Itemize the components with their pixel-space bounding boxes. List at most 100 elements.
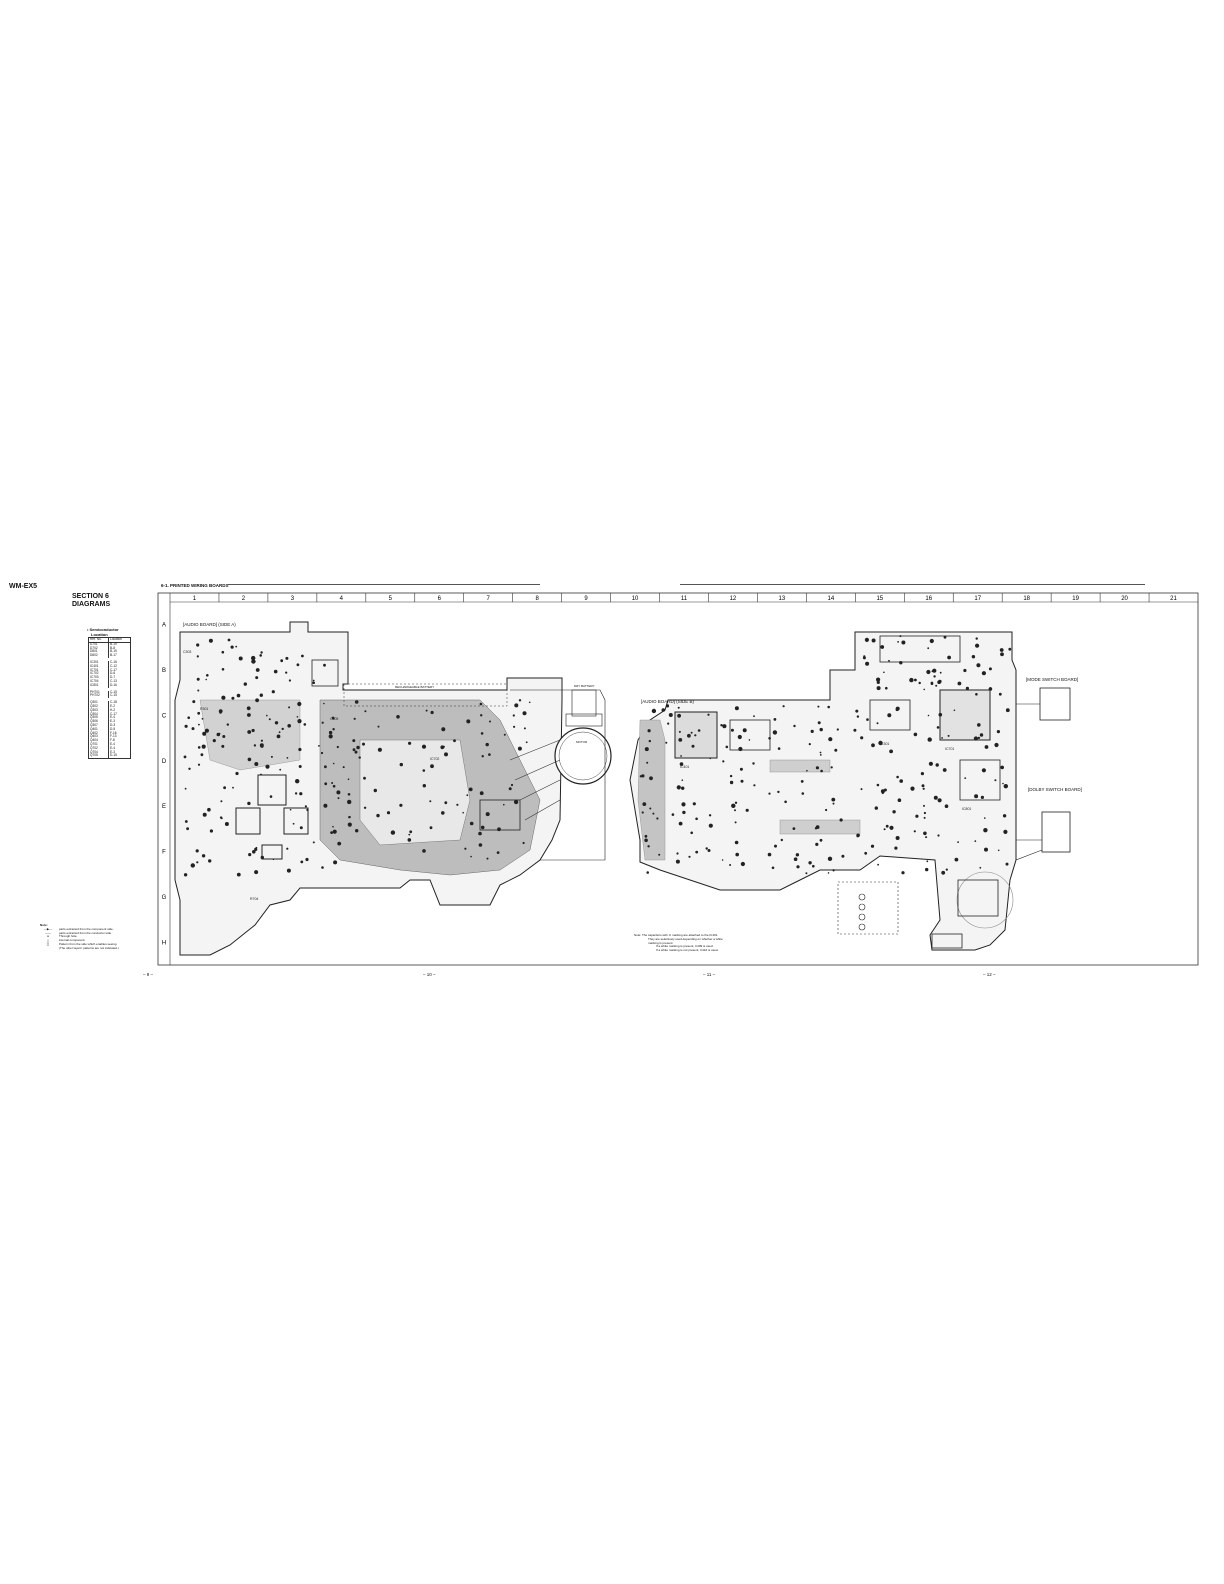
through-hole (864, 851, 868, 855)
through-hole (485, 742, 489, 747)
through-hole (651, 708, 657, 714)
through-hole (690, 831, 693, 835)
through-hole (324, 765, 327, 769)
through-hole (839, 818, 843, 822)
board-a-label-3: C305 (330, 717, 338, 721)
through-hole (321, 866, 324, 869)
mode-switch-board (1039, 687, 1071, 721)
through-hole (819, 838, 823, 842)
through-hole (468, 787, 473, 792)
through-hole (862, 656, 866, 660)
through-hole (830, 766, 833, 769)
through-hole (979, 866, 982, 869)
through-hole (1005, 862, 1009, 866)
through-hole (1003, 784, 1008, 789)
through-hole (206, 674, 209, 677)
through-hole (899, 779, 903, 783)
capacitor-note: Note: The capacitors with ⊙ marking are … (634, 933, 723, 953)
through-hole (323, 702, 325, 705)
through-hole (352, 748, 356, 752)
board-a-pattern-inner (359, 739, 471, 846)
through-hole (197, 711, 201, 715)
through-hole (876, 686, 881, 691)
through-hole (285, 671, 288, 674)
through-hole (878, 740, 883, 746)
through-hole (709, 757, 712, 760)
through-hole (312, 681, 316, 685)
through-hole (923, 811, 927, 815)
through-hole (354, 700, 359, 704)
page-number-11: – 11 – (703, 972, 716, 977)
through-hole (386, 811, 391, 815)
ref-no-cell: IC301 (90, 659, 99, 664)
note-symbol: △ (46, 938, 50, 943)
through-hole (503, 733, 506, 736)
through-hole (183, 755, 187, 759)
through-hole (1000, 765, 1004, 770)
through-hole (464, 847, 467, 850)
through-hole (268, 718, 271, 721)
through-hole (730, 728, 734, 732)
through-hole (937, 834, 940, 837)
through-hole (647, 729, 651, 733)
note-line: ▒Pattern from the side which enables see… (40, 942, 119, 947)
through-hole (865, 661, 870, 666)
location-cell: C-13 (108, 679, 130, 684)
through-hole (665, 704, 670, 708)
through-hole (333, 860, 338, 865)
header-location: Location (108, 637, 130, 642)
location-cell: D-15 (108, 754, 130, 759)
section-subtitle: DIAGRAMS (72, 601, 111, 608)
through-hole (332, 762, 335, 765)
through-hole (836, 728, 839, 731)
column-label: 4 (340, 596, 344, 602)
through-hole (899, 635, 902, 638)
through-hole (876, 680, 880, 685)
through-hole (246, 706, 251, 711)
motor-inner-ring (558, 731, 608, 781)
through-hole (860, 736, 864, 740)
through-hole (800, 780, 804, 783)
through-hole (184, 787, 187, 790)
through-hole (255, 676, 259, 680)
through-hole (252, 850, 256, 854)
dolby-switch-title: [DOLBY SWITCH BOARD] (1028, 787, 1082, 792)
through-hole (752, 762, 755, 765)
note-text: parts extracted from the conductor side. (59, 930, 112, 935)
through-hole (323, 803, 328, 808)
location-cell: B-8 (108, 646, 130, 651)
ref-no-cell: D801 (90, 649, 98, 654)
through-hole (306, 808, 309, 812)
flex-pad-3 (858, 913, 866, 921)
through-hole (801, 792, 805, 795)
through-hole (695, 850, 699, 854)
capacitor-note-line: They are selectively used depending on w… (648, 936, 723, 941)
dolby-switch-board (1041, 811, 1071, 853)
through-hole (513, 799, 519, 805)
column-label: 17 (974, 596, 981, 602)
through-hole (874, 806, 878, 810)
column-label: 16 (925, 596, 932, 602)
through-hole (271, 690, 275, 694)
column-label: 6 (438, 596, 442, 602)
location-cell: E-4 (108, 716, 130, 721)
through-hole (793, 724, 796, 728)
through-hole (191, 727, 195, 731)
through-hole (201, 854, 206, 858)
through-hole (236, 693, 241, 698)
through-hole (376, 813, 380, 818)
ref-no-cell: D802 (90, 653, 98, 658)
ref-no-cell: IC704 (90, 678, 99, 683)
through-hole (188, 767, 191, 770)
through-hole (795, 853, 800, 857)
through-hole (988, 667, 992, 671)
board-b-label-1: IC301 (880, 742, 889, 746)
through-hole (336, 790, 341, 795)
through-hole (287, 724, 292, 728)
